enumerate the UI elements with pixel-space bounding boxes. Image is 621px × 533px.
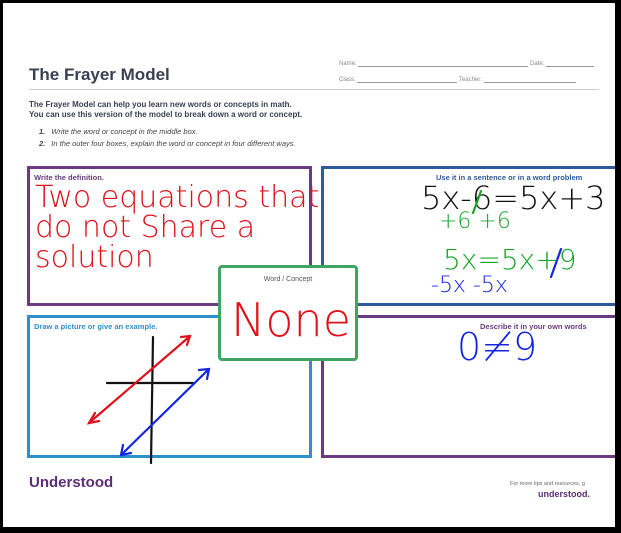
picture-box: Draw a picture or give an example. [27, 315, 312, 458]
date-label: Date: [530, 61, 545, 67]
intro-line-1: The Frayer Model can help you learn new … [29, 100, 292, 109]
cancel-slashes [471, 189, 563, 279]
step-1-number: 1. [39, 127, 46, 136]
equation-line-1: 5x-6=5x+3 [421, 179, 606, 217]
red-line [87, 335, 191, 425]
describe-label: Describe it in your own words [480, 322, 587, 331]
footer-tip: For more tips and resources, g [510, 481, 585, 487]
slash-5x [549, 247, 563, 279]
step-2: 2. In the outer four boxes, explain the w… [39, 139, 296, 148]
word-concept-label: Word / Concept [263, 276, 313, 283]
equation-step-2: -5x -5x [431, 273, 508, 298]
teacher-line [483, 82, 576, 83]
slash-6 [471, 189, 483, 215]
date-line [546, 66, 595, 67]
blue-arrow-tail [119, 443, 133, 457]
understood-logo: Understood [29, 474, 114, 491]
definition-label: Write the definition. [34, 173, 104, 182]
definition-line-3: solution [35, 240, 154, 275]
blue-line [119, 367, 211, 457]
intro-text: The Frayer Model can help you learn new … [29, 100, 302, 120]
definition-handwriting: Two equations that do not Share a soluti… [35, 183, 319, 273]
name-line [358, 66, 529, 67]
sentence-label: Use it in a sentence or in a word proble… [436, 173, 583, 182]
parallel-lines-drawing [86, 334, 211, 465]
y-axis-stroke [149, 335, 155, 465]
describe-box: Describe it in your own words [321, 315, 615, 458]
header-divider [29, 89, 599, 90]
definition-line-1: Two equations that [35, 180, 320, 215]
step-2-number: 2. [39, 139, 46, 148]
equation-step-1: +6 +6 [439, 209, 511, 234]
name-label: Name: [339, 61, 357, 67]
picture-label: Draw a picture or give an example. [34, 322, 158, 331]
worksheet-page: The Frayer Model Name: Date: Class: Teac… [3, 3, 615, 527]
definition-box: Write the definition. [27, 166, 312, 306]
page-title: The Frayer Model [29, 65, 170, 84]
intro-line-2: You can use this version of the model to… [29, 110, 303, 119]
name-date-row: Name: Date: [339, 61, 595, 67]
class-label: Class: [339, 77, 356, 83]
blue-arrow-head [197, 367, 211, 381]
step-1-text: Write the word or concept in the middle … [51, 127, 198, 136]
ink-strokes [86, 189, 563, 465]
describe-handwriting: 0≠9 [457, 325, 538, 369]
step-2-text: In the outer four boxes, explain the wor… [51, 139, 296, 148]
red-arrow-tail [86, 411, 101, 425]
word-concept-box: Word / Concept [218, 265, 358, 361]
sentence-box: Use it in a sentence or in a word proble… [321, 166, 615, 306]
teacher-label: Teacher: [458, 77, 482, 83]
footer-site: understood. [538, 489, 590, 499]
concept-handwriting: None [231, 293, 352, 347]
step-1: 1. Write the word or concept in the middl… [39, 127, 198, 136]
definition-line-2: do not Share a [35, 210, 256, 245]
class-line [357, 82, 458, 83]
red-arrow-head [179, 334, 192, 347]
class-teacher-row: Class: Teacher: [339, 77, 576, 83]
